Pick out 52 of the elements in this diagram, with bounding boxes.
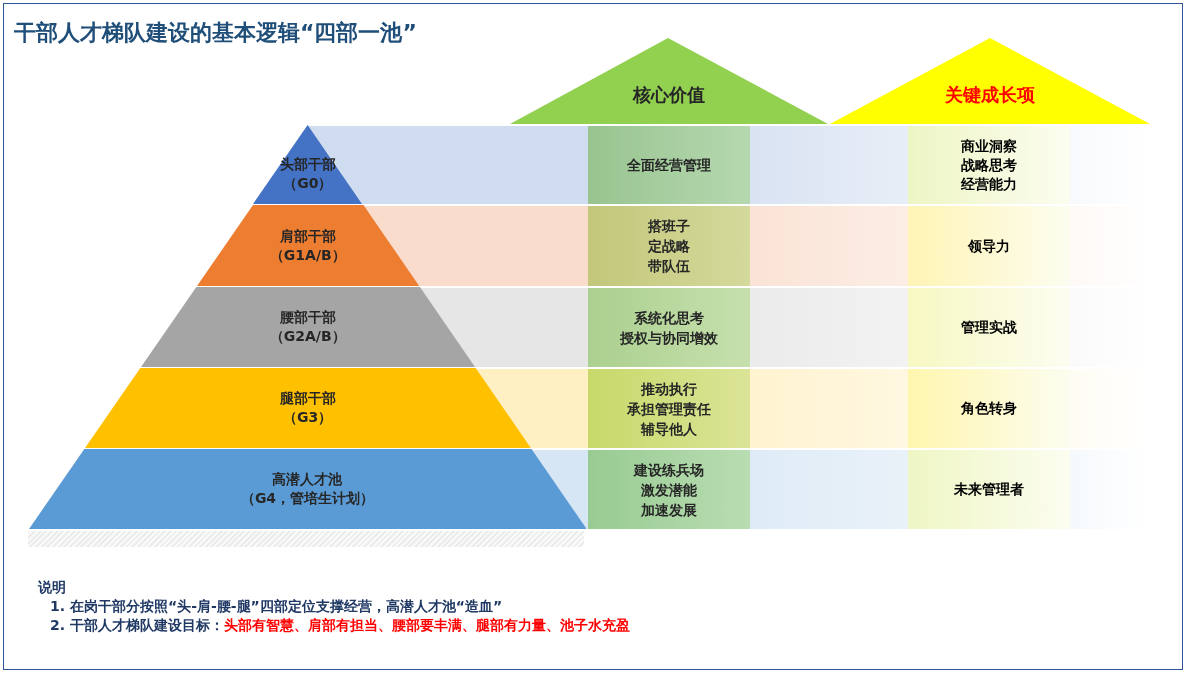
node-text: 角色转身 [961, 399, 1017, 418]
node-text: （G1A/B） [269, 245, 346, 265]
note-text: 1. 在岗干部分按照“头-肩-腰-腿”四部定位支撑经营，高潜人才池“造血” [50, 597, 504, 616]
goal-text: 头部有智慧、肩部有担当、腰部要丰满、腿部有力量、池子水充盈 [223, 617, 630, 633]
node-text: 辅导他人 [641, 419, 697, 439]
node-text: 核心价值 [633, 83, 705, 107]
node-text: 高潜人才池 [271, 470, 344, 489]
node-text: 授权与协同增效 [620, 328, 718, 348]
growth-cell [908, 369, 1070, 448]
header-triangle [510, 38, 828, 124]
node-text: （G4，管培生计划） [240, 489, 375, 508]
node-text: 定战略 [648, 237, 690, 256]
node-text: （G0） [282, 173, 334, 193]
value-cell [588, 288, 750, 367]
node-text: 搭班子 [648, 217, 690, 236]
pyramid-level [28, 449, 587, 529]
node-text: 系统化思考 [634, 308, 704, 328]
node-text: 腰部干部 [278, 308, 337, 327]
value-cell [588, 450, 750, 529]
node-text: 承担管理责任 [627, 399, 711, 419]
node-text: 加速发展 [641, 500, 697, 520]
value-cell [588, 369, 750, 448]
note-text: 2. 干部人才梯队建设目标： [50, 617, 224, 633]
node-text: 管理实战 [961, 318, 1017, 337]
growth-cell [908, 288, 1070, 367]
node-text: 未来管理者 [954, 480, 1024, 499]
node-text: 全面经营管理 [627, 156, 711, 175]
pyramid-level [196, 205, 419, 286]
pyramid-level [140, 287, 475, 367]
node-text: 经营能力 [961, 174, 1017, 194]
notes-heading: 说明 [38, 578, 67, 597]
node-text: 推动执行 [641, 379, 697, 399]
growth-cell [908, 206, 1070, 286]
node-text: （G2A/B） [269, 327, 346, 346]
node-text: （G3） [281, 408, 334, 427]
node-text: 肩部干部 [278, 226, 337, 246]
node-text: 建设练兵场 [634, 460, 704, 480]
node-text: 腿部干部 [279, 389, 336, 408]
node-text: 激发潜能 [641, 480, 697, 500]
node-text: 关键成长项 [945, 83, 1035, 107]
node-text: 领导力 [968, 236, 1010, 256]
node-text: 商业洞察 [961, 136, 1017, 156]
value-cell [588, 126, 750, 204]
node-text: 战略思考 [961, 155, 1017, 175]
growth-cell [908, 126, 1070, 204]
header-triangle [830, 38, 1150, 124]
node-text: 头部干部 [279, 154, 336, 174]
node-text: 带队伍 [648, 257, 690, 276]
growth-cell [908, 450, 1070, 529]
value-cell [588, 206, 750, 286]
title: 干部人才梯队建设的基本逻辑“四部一池” [14, 19, 417, 47]
pyramid-level [84, 368, 531, 448]
